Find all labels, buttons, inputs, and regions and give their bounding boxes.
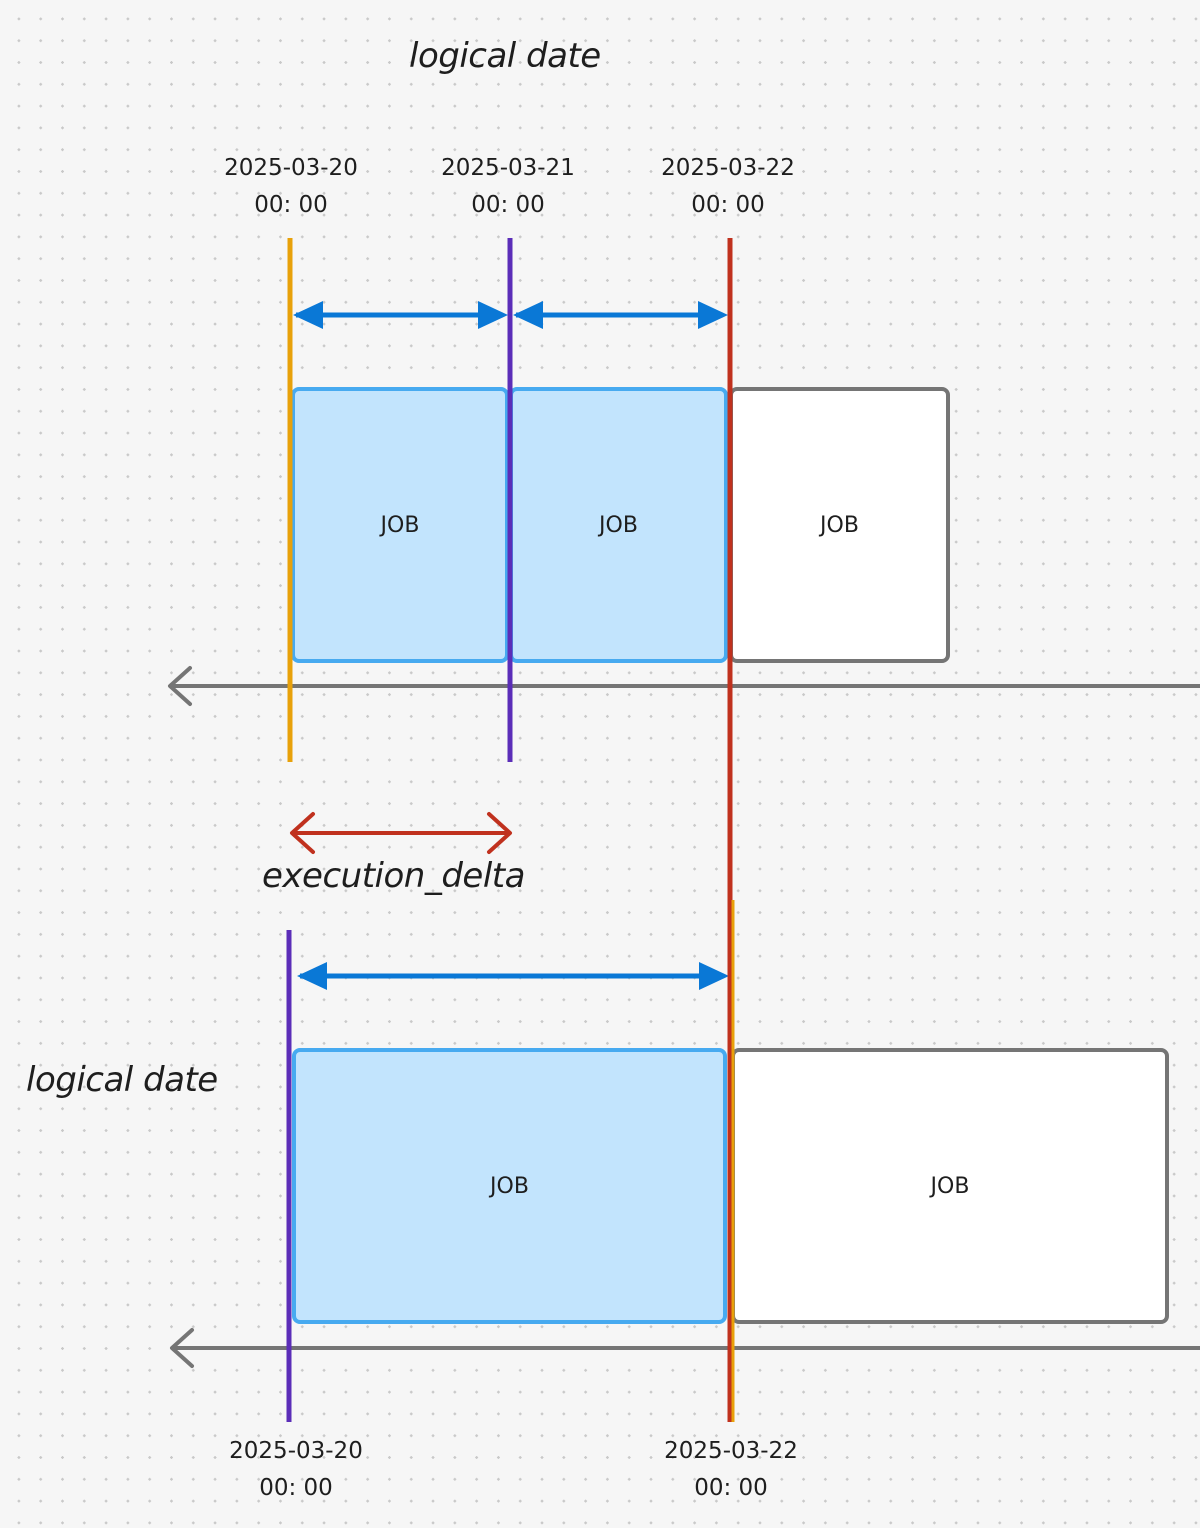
job-label: JOB <box>380 512 420 538</box>
bottom-date-label-1: 2025-03-20 00: 00 <box>196 1433 396 1507</box>
job-label: JOB <box>490 1173 529 1199</box>
time-text: 00: 00 <box>254 192 328 218</box>
time-text: 00: 00 <box>259 1475 333 1501</box>
date-text: 2025-03-21 <box>441 155 575 181</box>
job-label: JOB <box>930 1173 970 1199</box>
top-job-box-3: JOB <box>729 387 950 663</box>
bottom-job-box-2: JOB <box>731 1048 1169 1324</box>
time-text: 00: 00 <box>691 192 765 218</box>
top-timeline <box>168 666 1200 706</box>
bottom-timeline <box>170 1328 1200 1368</box>
top-logical-date-title: logical date <box>409 36 601 76</box>
top-date-label-3: 2025-03-22 00: 00 <box>628 150 828 224</box>
bottom-interval-arrow <box>297 962 729 990</box>
date-text: 2025-03-22 <box>664 1438 798 1464</box>
job-label: JOB <box>820 512 859 538</box>
time-text: 00: 00 <box>694 1475 768 1501</box>
bottom-logical-date-title: logical date <box>26 1060 218 1100</box>
date-text: 2025-03-22 <box>661 155 795 181</box>
top-job-box-2: JOB <box>509 387 728 663</box>
bottom-date-label-2: 2025-03-22 00: 00 <box>631 1433 831 1507</box>
top-interval-arrow-1 <box>293 301 508 329</box>
date-text: 2025-03-20 <box>224 155 358 181</box>
top-interval-arrow-2 <box>513 301 728 329</box>
date-text: 2025-03-20 <box>229 1438 363 1464</box>
top-date-label-1: 2025-03-20 00: 00 <box>191 150 391 224</box>
execution-delta-arrow <box>290 812 512 854</box>
bottom-job-box-1: JOB <box>292 1048 727 1324</box>
top-job-box-1: JOB <box>291 387 509 663</box>
time-text: 00: 00 <box>471 192 545 218</box>
execution-delta-label: execution_delta <box>262 856 525 896</box>
top-date-label-2: 2025-03-21 00: 00 <box>408 150 608 224</box>
job-label: JOB <box>599 512 638 538</box>
